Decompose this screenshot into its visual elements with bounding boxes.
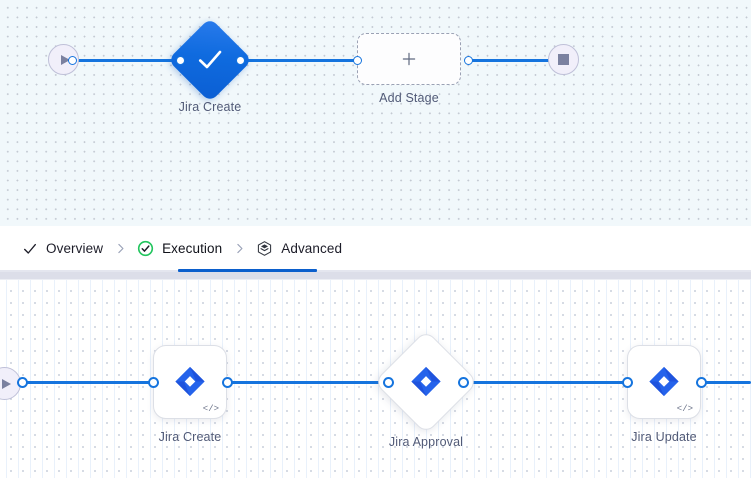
port-jira-approval-in[interactable] [383, 377, 394, 388]
panel-separator [0, 271, 751, 279]
port-jira-create-step-in[interactable] [148, 377, 159, 388]
tab-overview-label: Overview [46, 241, 104, 256]
plus-icon [402, 52, 416, 66]
check-icon [180, 30, 240, 90]
add-stage-button[interactable] [357, 33, 461, 85]
jira-icon [175, 366, 205, 397]
tab-advanced-label: Advanced [281, 241, 343, 256]
port-jira-update-in[interactable] [622, 377, 633, 388]
step-jira-approval-label: Jira Approval [388, 435, 464, 449]
step-jira-create-label: Jira Create [158, 430, 222, 444]
port-jira-create-out[interactable] [235, 55, 245, 65]
edge-jira-approval-to-jira-update [464, 381, 628, 384]
tab-overview[interactable]: Overview [22, 227, 103, 271]
edge-jira-create-to-add-stage [240, 58, 355, 62]
edge-start-to-jira-create [72, 58, 180, 62]
edge-jira-create-to-jira-approval [228, 381, 388, 384]
port-jira-create-in[interactable] [175, 55, 185, 65]
step-jira-update-label: Jira Update [631, 430, 697, 444]
layers-hexagon-icon [256, 240, 273, 257]
tab-execution-label: Execution [162, 241, 223, 256]
jira-icon [389, 345, 463, 419]
port-jira-update-out[interactable] [696, 377, 707, 388]
step-jira-update[interactable]: </> [627, 345, 701, 419]
step-jira-create[interactable]: </> [153, 345, 227, 419]
port-jira-create-step-out[interactable] [222, 377, 233, 388]
check-circle-icon [137, 240, 154, 257]
port-exec-start-out[interactable] [17, 377, 28, 388]
port-jira-approval-out[interactable] [458, 377, 469, 388]
tabbar-active-indicator [178, 269, 317, 272]
edge-add-stage-to-end [468, 58, 552, 62]
tab-separator-chevron-icon [103, 227, 137, 271]
tab-separator-chevron-icon-2 [222, 227, 256, 271]
tabbar-underline-track [0, 270, 751, 272]
code-badge: </> [202, 404, 219, 414]
play-icon [60, 54, 70, 65]
step-jira-approval[interactable] [373, 329, 479, 435]
code-badge: </> [676, 404, 693, 414]
stage-overview-canvas[interactable]: Jira Create Add Stage [0, 0, 751, 226]
pipeline-end-node[interactable] [548, 44, 579, 75]
edge-start-to-jira-create-step [22, 381, 154, 384]
edge-jira-update-out [700, 381, 751, 384]
panel-separator-edge [0, 278, 751, 280]
execution-steps-canvas[interactable]: </> Jira Create Jira Approval [0, 280, 751, 478]
tab-execution[interactable]: Execution [137, 227, 222, 271]
jira-icon [649, 366, 679, 397]
pipeline-step-tabs[interactable]: Overview Execution [0, 226, 751, 271]
port-start-out[interactable] [68, 55, 77, 65]
port-add-stage-out[interactable] [463, 55, 473, 65]
stop-icon [558, 54, 569, 65]
check-icon [22, 241, 38, 257]
play-icon [1, 378, 11, 389]
tab-advanced[interactable]: Advanced [256, 227, 342, 271]
add-stage-label: Add Stage [379, 91, 439, 105]
port-add-stage-in[interactable] [352, 55, 362, 65]
stage-jira-create-label: Jira Create [178, 100, 242, 114]
